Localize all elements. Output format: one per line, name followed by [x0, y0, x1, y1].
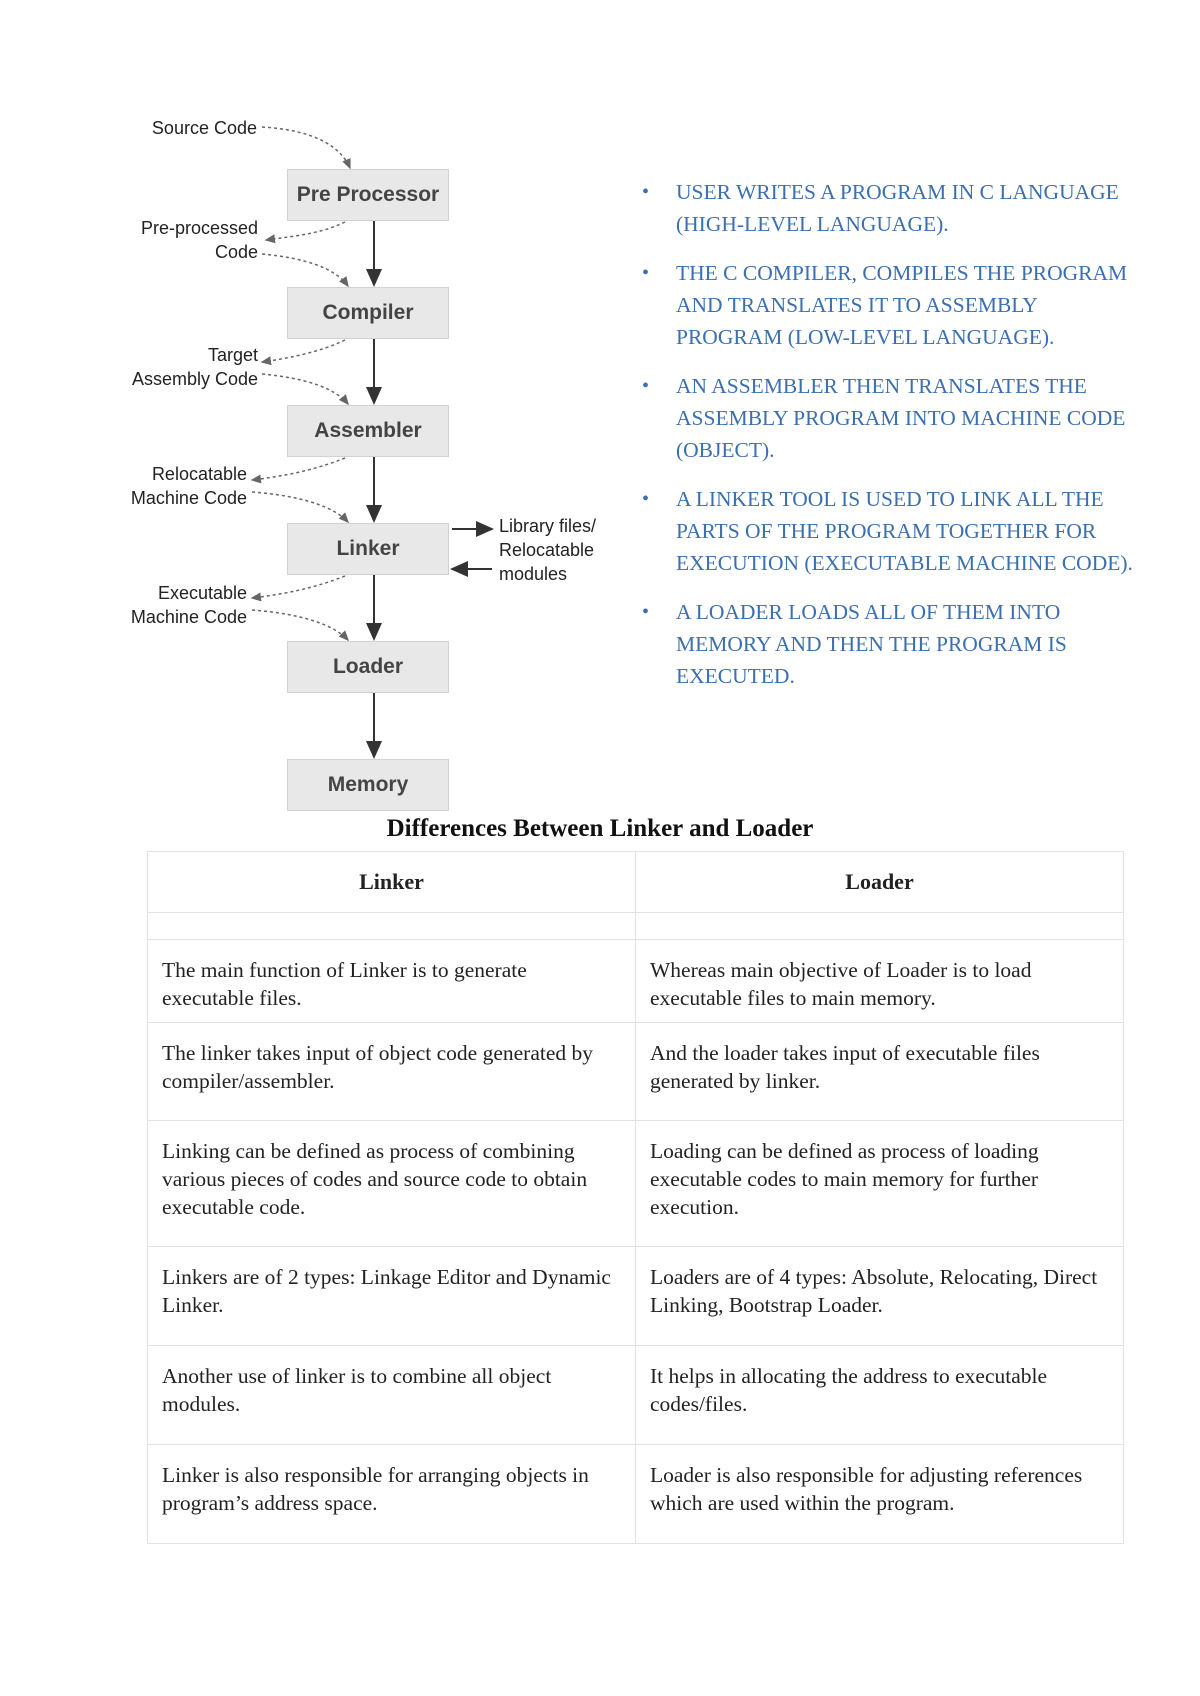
list-item: •A LINKER TOOL IS USED TO LINK ALL THE P…: [628, 483, 1148, 579]
list-item: •USER WRITES A PROGRAM IN C LANGUAGE (HI…: [628, 176, 1148, 240]
bullet-icon: •: [642, 601, 650, 623]
label-relocatable-machine-code: Relocatable Machine Code: [130, 464, 247, 508]
table-row: Linker is also responsible for arranging…: [147, 1444, 1124, 1544]
dotted-preprocessed-out: [264, 221, 346, 244]
label-source-code: Source Code: [151, 118, 257, 138]
dotted-relocatable-in: [251, 491, 350, 524]
dotted-executable-out: [250, 575, 346, 602]
label-preprocessed-code: Pre-processed Code: [140, 218, 258, 262]
bullet-icon: •: [642, 181, 650, 203]
label-library-files: Library files/ Relocatable modules: [499, 516, 597, 584]
stage-compiler: Compiler: [287, 287, 449, 339]
table-header-row: Linker Loader: [147, 851, 1124, 913]
table-row: The linker takes input of object code ge…: [147, 1022, 1124, 1121]
stage-assembler: Assembler: [287, 405, 449, 457]
cell-loader: Whereas main objective of Loader is to l…: [635, 939, 1124, 1023]
dotted-relocatable-out: [250, 457, 346, 484]
stage-memory: Memory: [287, 759, 449, 811]
bullet-icon: •: [642, 262, 650, 284]
list-item: •THE C COMPILER, COMPILES THE PROGRAM AN…: [628, 257, 1148, 353]
cell-loader: Loaders are of 4 types: Absolute, Reloca…: [635, 1246, 1124, 1346]
cell-loader: Loader is also responsible for adjusting…: [635, 1444, 1124, 1544]
stage-linker: Linker: [287, 523, 449, 575]
dotted-preprocessed-in: [261, 253, 349, 288]
list-item: •AN ASSEMBLER THEN TRANSLATES THE ASSEMB…: [628, 370, 1148, 466]
bullet-icon: •: [642, 375, 650, 397]
cell-loader: And the loader takes input of executable…: [635, 1022, 1124, 1121]
stage-loader: Loader: [287, 641, 449, 693]
stage-pre-processor: Pre Processor: [287, 169, 449, 221]
cell-linker: Another use of linker is to combine all …: [147, 1345, 636, 1445]
header-linker: Linker: [147, 851, 636, 913]
table-row: The main function of Linker is to genera…: [147, 939, 1124, 1023]
label-target-assembly-code: Target Assembly Code: [131, 345, 258, 389]
process-steps-list: •USER WRITES A PROGRAM IN C LANGUAGE (HI…: [628, 176, 1148, 709]
table-row: Linkers are of 2 types: Linkage Editor a…: [147, 1246, 1124, 1346]
linker-loader-comparison-table: Linker Loader The main function of Linke…: [147, 851, 1124, 1544]
bullet-icon: •: [642, 488, 650, 510]
cell-linker: The linker takes input of object code ge…: [147, 1022, 636, 1121]
dotted-source-code: [261, 126, 351, 170]
dotted-target-in: [261, 373, 349, 406]
header-loader: Loader: [635, 851, 1124, 913]
cell-linker: Linking can be defined as process of com…: [147, 1120, 636, 1247]
cell-loader: It helps in allocating the address to ex…: [635, 1345, 1124, 1445]
table-row: Another use of linker is to combine all …: [147, 1345, 1124, 1445]
dotted-target-out: [260, 339, 346, 366]
cell-linker: Linkers are of 2 types: Linkage Editor a…: [147, 1246, 636, 1346]
table-title: Differences Between Linker and Loader: [386, 815, 814, 842]
list-item: •A LOADER LOADS ALL OF THEM INTO MEMORY …: [628, 596, 1148, 692]
cell-loader: Loading can be defined as process of loa…: [635, 1120, 1124, 1247]
spacer-row: [147, 912, 1124, 940]
cell-linker: The main function of Linker is to genera…: [147, 939, 636, 1023]
diagram-arrows: [250, 126, 494, 759]
label-executable-machine-code: Executable Machine Code: [130, 583, 247, 627]
table-row: Linking can be defined as process of com…: [147, 1120, 1124, 1247]
cell-linker: Linker is also responsible for arranging…: [147, 1444, 636, 1544]
compilation-flow-diagram: Pre Processor Compiler Assembler Linker …: [0, 0, 640, 820]
dotted-executable-in: [251, 609, 350, 642]
